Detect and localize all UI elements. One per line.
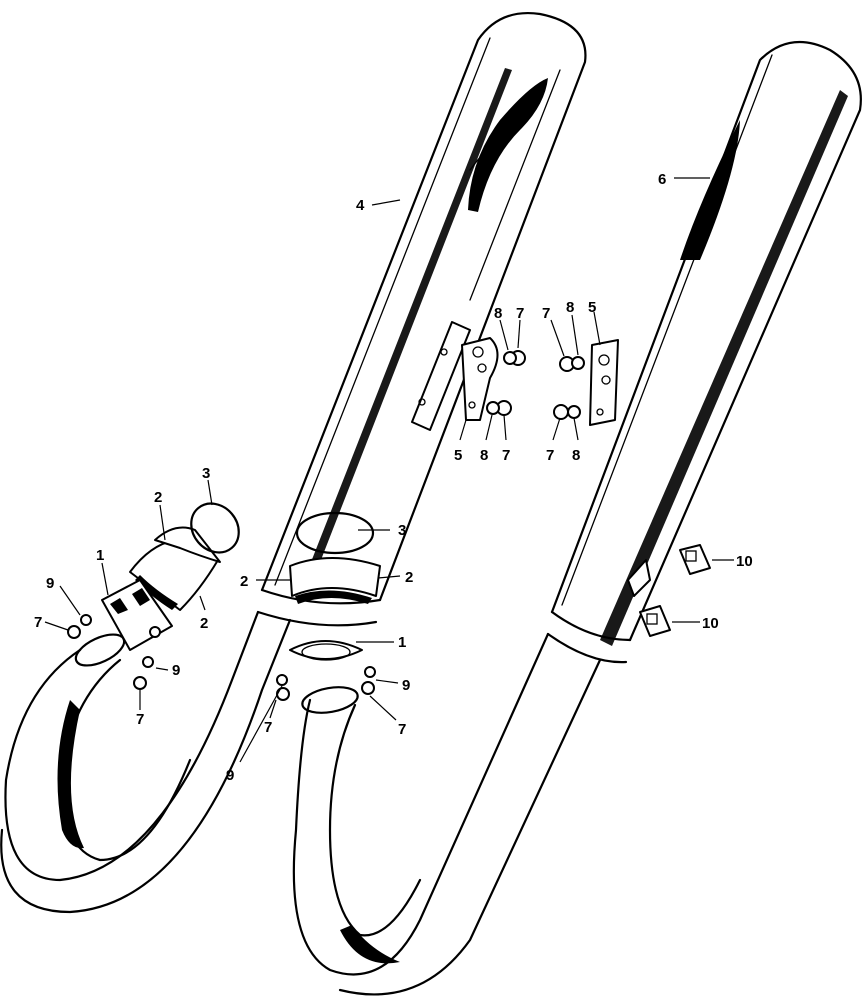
nut [133, 676, 147, 690]
callout-2: 2 [240, 573, 248, 590]
callout-10: 10 [702, 615, 719, 632]
callout-7: 7 [34, 614, 42, 631]
nut [276, 687, 290, 701]
washer [503, 351, 517, 365]
right-clamp-halves [289, 557, 381, 604]
left-exhaust-flange [101, 579, 173, 651]
callout-7: 7 [516, 305, 524, 322]
leader-lines [44, 177, 734, 763]
bracket-left [461, 337, 499, 421]
left-seal-ring [190, 502, 240, 554]
washer [364, 666, 376, 678]
right-exhaust-flange [289, 640, 363, 661]
washer [80, 614, 92, 626]
callout-9: 9 [46, 575, 54, 592]
left-exhaust-pipe [0, 610, 292, 914]
callout-labels: 1 1 2 2 2 2 3 3 4 5 5 6 7 7 7 7 7 7 7 7 … [34, 171, 753, 784]
callout-10: 10 [736, 553, 753, 570]
fasteners [67, 350, 585, 701]
bracket-right [589, 339, 619, 426]
washer [276, 674, 288, 686]
callout-8: 8 [480, 447, 488, 464]
callout-1: 1 [96, 547, 104, 564]
callout-6: 6 [658, 171, 666, 188]
callout-2: 2 [405, 569, 413, 586]
callout-2: 2 [200, 615, 208, 632]
callout-3: 3 [202, 465, 210, 482]
nut [553, 404, 569, 420]
callout-7: 7 [136, 711, 144, 728]
right-seal-ring [295, 511, 375, 555]
callout-4: 4 [356, 197, 365, 214]
washer [567, 405, 581, 419]
callout-9: 9 [172, 662, 180, 679]
washer [142, 656, 154, 668]
nut [67, 625, 81, 639]
callout-7: 7 [398, 721, 406, 738]
callout-8: 8 [494, 305, 502, 322]
callout-2: 2 [154, 489, 162, 506]
callout-7: 7 [546, 447, 554, 464]
washer [486, 401, 500, 415]
callout-7: 7 [264, 719, 272, 736]
rubber-mounts [639, 544, 711, 637]
left-muffler [256, 12, 587, 627]
callout-5: 5 [454, 447, 462, 464]
right-muffler [546, 40, 862, 664]
callout-1: 1 [398, 634, 406, 651]
callout-8: 8 [572, 447, 580, 464]
right-exhaust-pipe [292, 632, 602, 996]
callout-5: 5 [588, 299, 596, 316]
callout-8: 8 [566, 299, 574, 316]
nut [361, 681, 375, 695]
callout-3: 3 [398, 522, 406, 539]
callout-7: 7 [502, 447, 510, 464]
callout-9: 9 [402, 677, 410, 694]
callout-9: 9 [226, 767, 234, 784]
left-muffler-bracket [411, 321, 471, 431]
callout-7: 7 [542, 305, 550, 322]
left-clamp-halves [129, 526, 221, 611]
washer [571, 356, 585, 370]
